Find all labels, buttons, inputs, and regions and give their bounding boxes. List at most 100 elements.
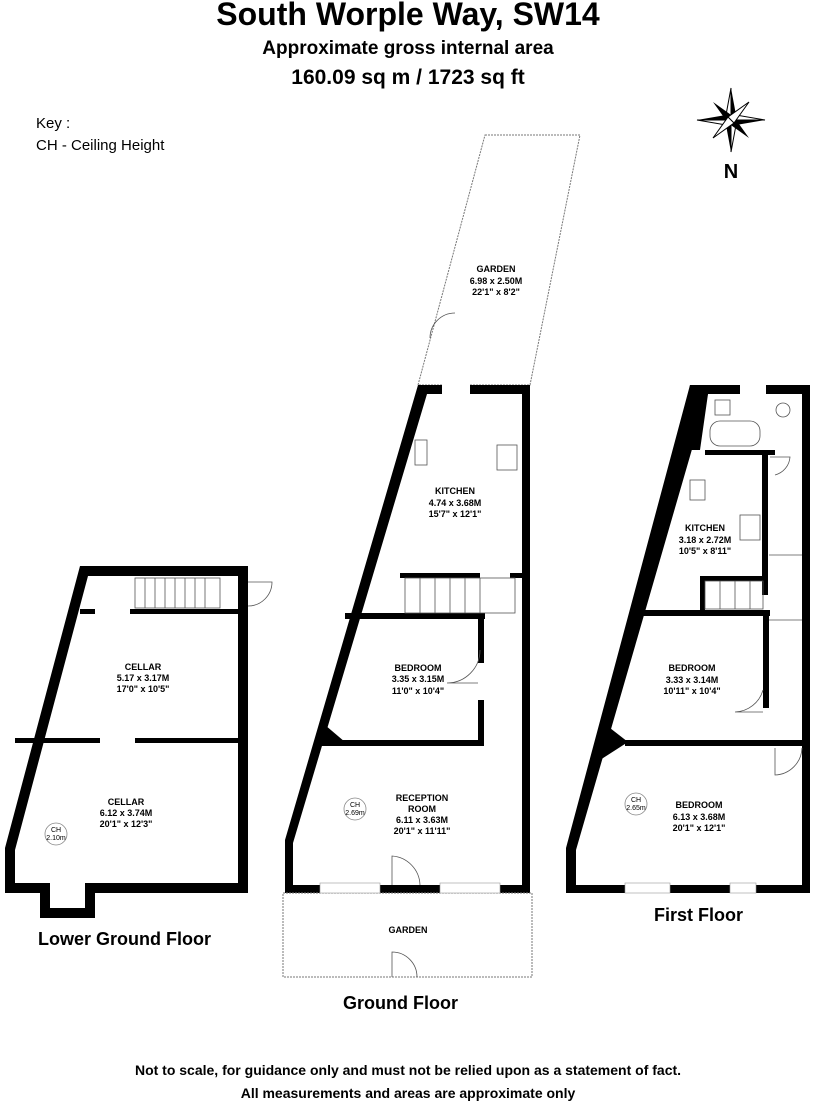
room-label: 6.13 x 3.68M: [673, 812, 726, 822]
door-icon: [446, 649, 481, 684]
room-label: GARDEN: [388, 925, 427, 935]
key-title: Key :: [36, 115, 71, 132]
room-label: CELLAR: [108, 797, 145, 807]
room-label: CH: [631, 797, 641, 804]
ground-floor-label: Ground Floor: [343, 993, 458, 1013]
plan-shape: [319, 882, 381, 894]
ground-floor-plan: GARDEN 6.98 x 2.50M 22'1" x 8'2" KITCHEN…: [282, 134, 581, 978]
plan-shape: [763, 610, 769, 708]
ceiling-height-marker: [44, 822, 68, 846]
sink-icon: [689, 479, 706, 501]
basin-icon: [714, 399, 731, 416]
sink-icon: [414, 439, 428, 466]
plan-shape: [135, 738, 240, 743]
room-label: CELLAR: [125, 662, 162, 672]
room-label: 2.10m: [46, 835, 66, 842]
plan-shape: [442, 383, 470, 396]
front-garden-outline: [282, 892, 533, 978]
disclaimer-line-1: Not to scale, for guidance only and must…: [134, 1062, 682, 1078]
room-label: 4.74 x 3.68M: [429, 498, 482, 508]
plan-shape: [318, 725, 345, 745]
room-label: KITCHEN: [685, 523, 725, 533]
room-label: 20'1" x 12'1": [673, 823, 726, 833]
plan-shape: [15, 738, 100, 743]
plan-shape: [704, 580, 764, 610]
plan-shape: [478, 613, 484, 663]
room-label: KITCHEN: [435, 486, 475, 496]
bath-icon: [709, 420, 761, 447]
plan-shape: [729, 882, 757, 894]
stairs-icon: [404, 577, 516, 614]
room-label: 5.17 x 3.17M: [117, 673, 170, 683]
door-icon: [391, 855, 421, 886]
plan-shape: [640, 610, 770, 616]
first-floor-plan: KITCHEN 3.18 x 2.72M 10'5" x 8'11" BEDRO…: [566, 383, 810, 894]
plan-shape: [510, 573, 524, 578]
ceiling-height-marker: [343, 797, 367, 821]
room-label: 20'1" x 11'11": [394, 826, 451, 836]
plan-shape: [600, 728, 628, 760]
disclaimer-line-2: All measurements and areas are approxima…: [240, 1085, 576, 1101]
room-label: BEDROOM: [395, 663, 442, 673]
plan-shape: [130, 609, 240, 614]
room-label: CH: [350, 802, 360, 809]
plan-shape: [478, 700, 484, 746]
plan-shape: [625, 740, 805, 746]
plan-shape: [50, 883, 85, 908]
rear-garden-outline: [417, 134, 581, 386]
plan-shape: [80, 609, 95, 614]
room-label: 10'5" x 8'11": [679, 546, 731, 556]
plan-shape: [705, 450, 775, 455]
plan-shape: [740, 383, 766, 396]
room-label: 6.12 x 3.74M: [100, 808, 153, 818]
room-label: 10'11" x 10'4": [663, 686, 720, 696]
plan-shape: [404, 577, 516, 614]
stairs-icon: [704, 554, 802, 621]
area-subtitle: Approximate gross internal area: [262, 38, 554, 59]
room-label: 3.35 x 3.15M: [392, 674, 445, 684]
door-icon: [429, 312, 456, 339]
door-icon: [734, 689, 764, 713]
plan-shape: [345, 613, 485, 619]
ceiling-height-marker: [624, 792, 648, 816]
lower-ground-outer-walls: [5, 566, 248, 893]
page-title: South Worple Way, SW14: [216, 0, 600, 32]
room-label: 6.11 x 3.63M: [396, 815, 448, 825]
door-icon: [774, 747, 803, 776]
plan-shape: [697, 115, 731, 120]
room-label: RECEPTION: [396, 793, 449, 803]
plan-shape: [682, 385, 708, 450]
room-label: ROOM: [408, 804, 436, 814]
room-label: 3.33 x 3.14M: [666, 675, 719, 685]
lower-ground-floor-plan: CELLAR 5.17 x 3.17M 17'0" x 10'5" CELLAR…: [5, 566, 273, 918]
door-icon: [247, 581, 273, 607]
room-label: 15'7" x 12'1": [429, 509, 482, 519]
compass-north-label: N: [724, 161, 738, 183]
plan-shape: [134, 577, 221, 609]
hob-icon: [739, 514, 761, 541]
door-icon: [391, 951, 418, 978]
plan-shape: [700, 576, 768, 581]
plan-shape: [624, 882, 671, 894]
hob-icon: [496, 444, 518, 471]
room-label: 3.18 x 2.72M: [679, 535, 732, 545]
room-label: 6.98 x 2.50M: [470, 276, 523, 286]
toilet-icon: [775, 402, 791, 418]
room-label: 2.65m: [626, 805, 646, 812]
plan-shape: [712, 116, 735, 139]
plan-shape: [439, 882, 501, 894]
plan-shape: [762, 455, 768, 595]
room-label: CH: [51, 827, 61, 834]
stairs-icon: [134, 577, 221, 609]
first-floor-label: First Floor: [654, 905, 743, 925]
plan-shape: [320, 740, 484, 746]
gross-area: 160.09 sq m / 1723 sq ft: [291, 66, 525, 89]
room-label: 17'0" x 10'5": [117, 684, 170, 694]
plan-shape: [700, 576, 705, 611]
room-label: GARDEN: [476, 264, 515, 274]
room-label: 22'1" x 8'2": [472, 287, 520, 297]
room-label: BEDROOM: [676, 800, 723, 810]
room-label: 20'1" x 12'3": [100, 819, 153, 829]
room-label: 11'0" x 10'4": [392, 686, 444, 696]
